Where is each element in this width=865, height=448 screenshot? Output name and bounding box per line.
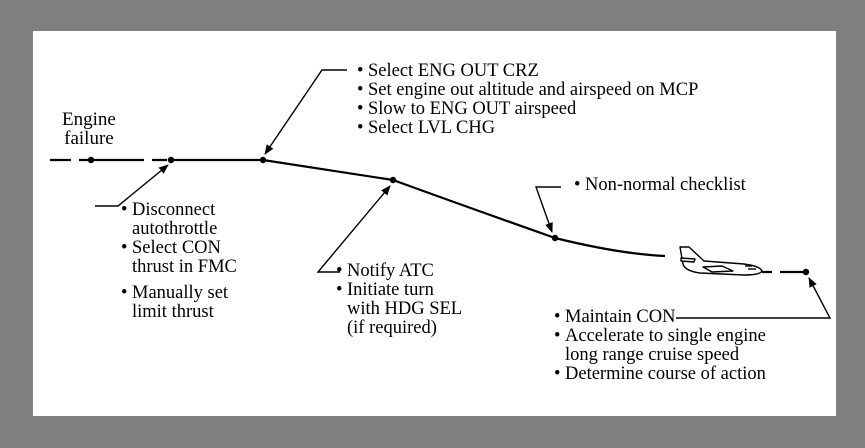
callout-3: •Notify ATC •Initiate turn with HDG SEL …	[336, 261, 463, 338]
flight-path-descent	[262, 158, 666, 258]
callout-5-item: •Determine course of action	[554, 364, 766, 384]
callout-2-item: •Manually set limit thrust	[121, 283, 229, 322]
callout-3-item: •Notify ATC	[336, 261, 434, 281]
callout-1-item: •Slow to ENG OUT airspeed	[357, 99, 577, 119]
callout-5: •Maintain CON •Accelerate to single engi…	[554, 307, 766, 384]
callout-4: •Non-normal checklist	[574, 175, 746, 195]
waypoint-engine-failure	[87, 156, 95, 164]
leader-arrow-3	[316, 185, 391, 273]
leader-arrow-4	[535, 186, 561, 233]
airplane-icon	[679, 246, 763, 276]
callout-3-item: •Initiate turn with HDG SEL (if required…	[336, 280, 463, 338]
leader-arrow-5	[676, 277, 832, 319]
callout-2: •Disconnect autothrottle •Select CON thr…	[121, 200, 237, 322]
waypoint-5	[551, 234, 559, 242]
callout-1-item: •Select LVL CHG	[357, 118, 496, 138]
leader-arrow-2	[95, 164, 169, 207]
callout-1-item: •Set engine out altitude and airspeed on…	[357, 80, 699, 100]
callout-2-item: •Disconnect autothrottle	[121, 200, 218, 239]
callout-5-item: •Maintain CON	[554, 307, 676, 327]
callout-1-item: •Select ENG OUT CRZ	[357, 61, 539, 81]
waypoint-4	[389, 176, 397, 184]
leader-arrow-1	[264, 69, 347, 155]
callout-1: •Select ENG OUT CRZ •Set engine out alti…	[357, 61, 699, 138]
engine-failure-label: Engine failure	[62, 109, 116, 149]
callout-4-item: •Non-normal checklist	[574, 175, 746, 195]
callout-5-item: •Accelerate to single engine long range …	[554, 326, 766, 365]
waypoint-6	[802, 268, 810, 276]
diagram-panel	[33, 31, 836, 416]
callout-2-item: •Select CON thrust in FMC	[121, 238, 237, 277]
waypoint-2	[167, 156, 175, 164]
waypoint-3	[259, 156, 267, 164]
